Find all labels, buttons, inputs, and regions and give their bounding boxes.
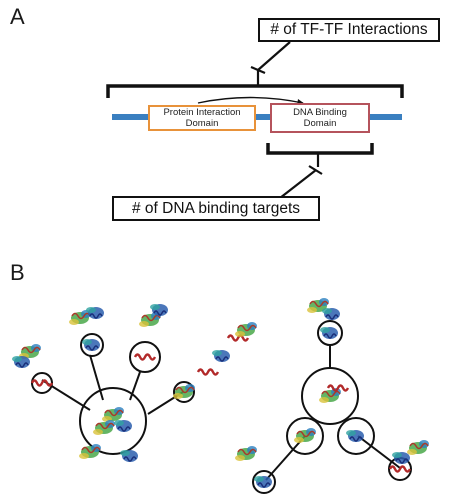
- panel-b-label: B: [10, 260, 25, 285]
- network-left-hub: [79, 387, 147, 455]
- protein-structures-left: [11, 303, 258, 463]
- panel-a-label: A: [10, 4, 25, 29]
- network-right-spoke: [286, 417, 324, 455]
- network-left-edges: [41, 354, 184, 415]
- network-left-spoke: [80, 333, 104, 357]
- dna-binding-domain: DNA Binding Domain: [270, 103, 370, 133]
- network-right-spoke: [337, 417, 375, 455]
- bottom-connector: [279, 169, 317, 199]
- bottom-bracket: [266, 143, 374, 155]
- network-right-edges: [265, 345, 401, 481]
- dna-domain-line1: DNA Binding: [293, 107, 347, 118]
- network-right-hub: [301, 367, 359, 425]
- dna-targets-callout: # of DNA binding targets: [112, 196, 320, 221]
- interaction-arc: [197, 96, 304, 104]
- protein-interaction-domain: Protein Interaction Domain: [148, 105, 256, 131]
- tf-interactions-callout: # of TF-TF Interactions: [258, 18, 440, 42]
- top-bracket: [106, 84, 404, 98]
- network-left-spoke: [129, 341, 161, 373]
- protein-domain-line1: Protein Interaction: [163, 107, 241, 118]
- top-connector: [257, 41, 291, 71]
- protein-structures-right: [234, 297, 430, 489]
- network-left-spoke: [173, 381, 195, 403]
- network-right-spoke: [252, 470, 276, 494]
- network-right-spoke: [317, 320, 343, 346]
- dna-domain-line2: Domain: [303, 118, 337, 129]
- protein-domain-line2: Domain: [185, 118, 219, 129]
